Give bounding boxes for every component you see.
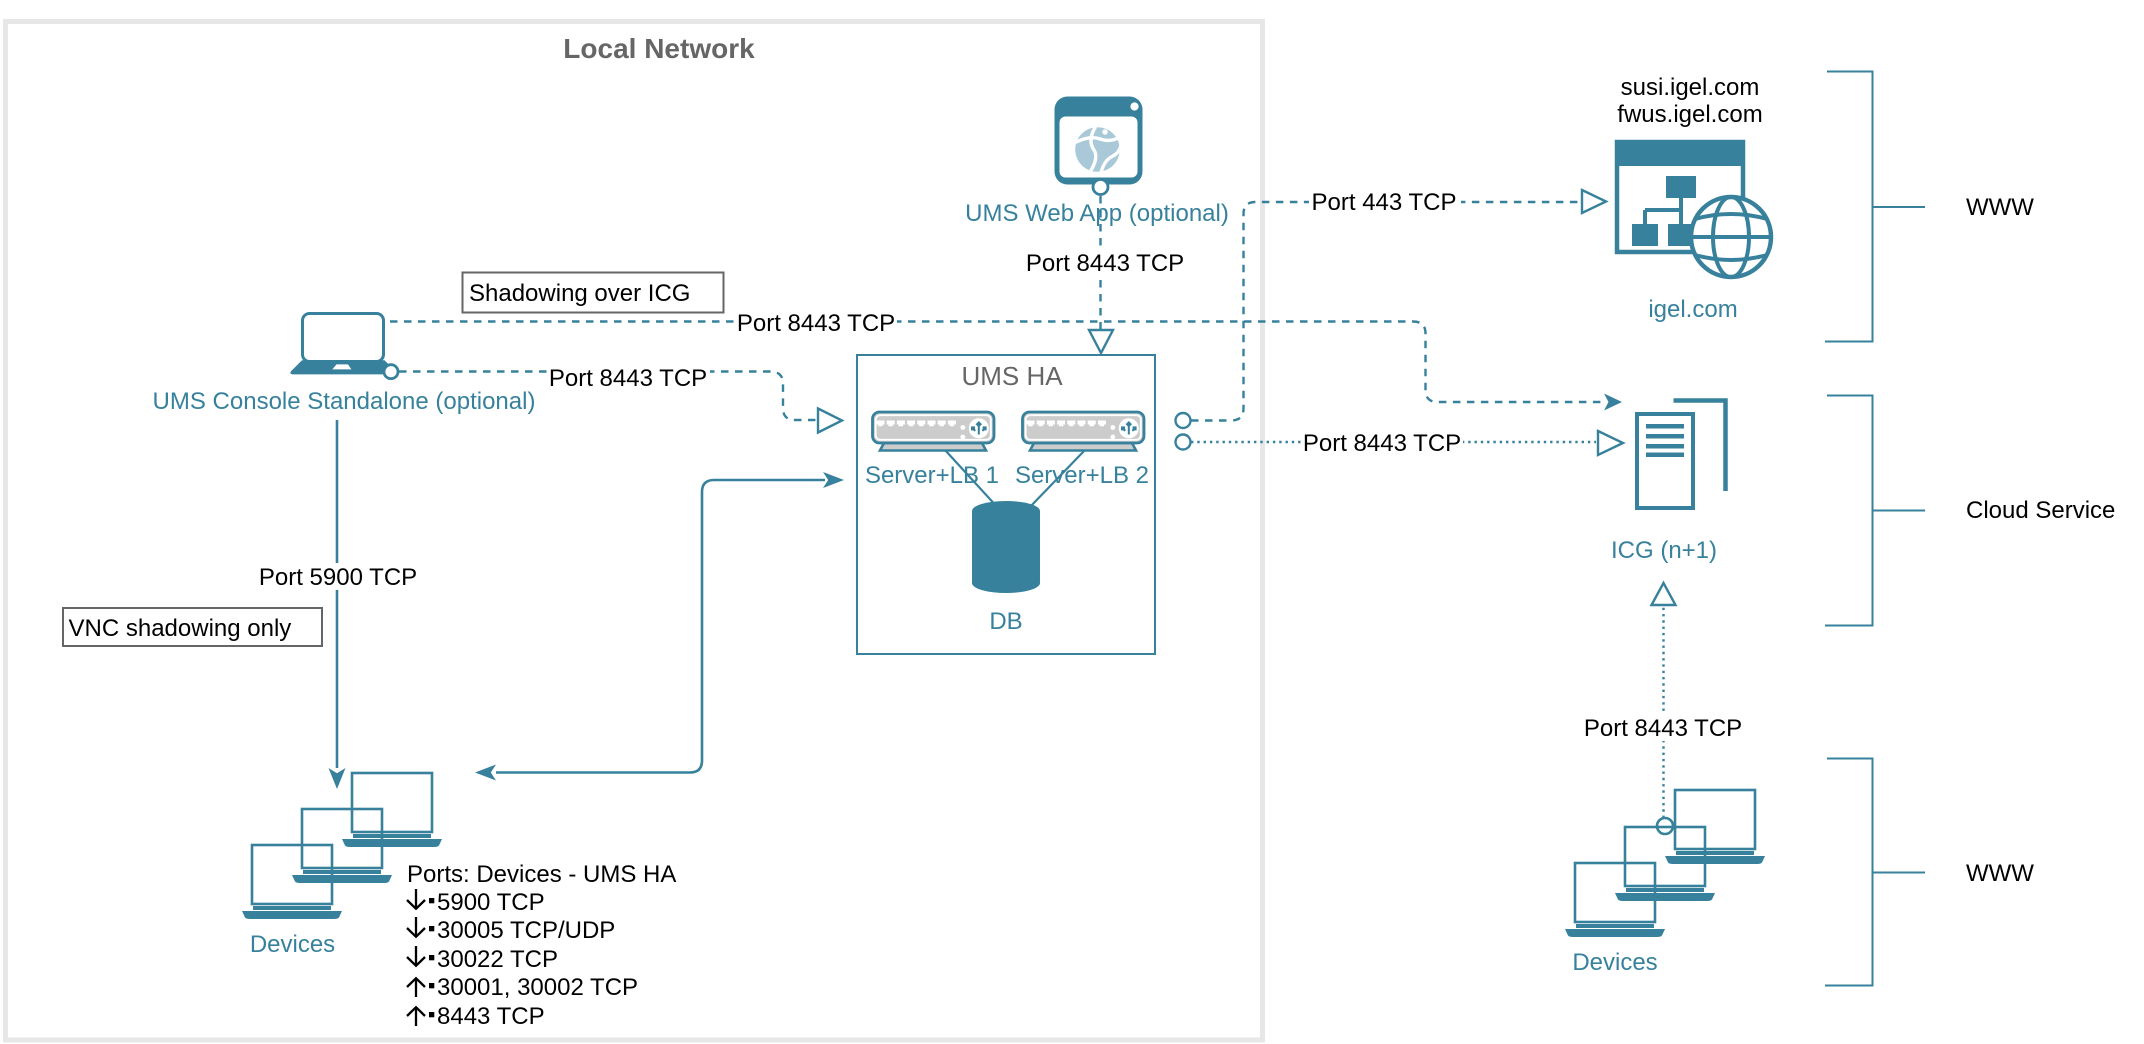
svg-text:UMS Web App (optional): UMS Web App (optional) (965, 200, 1229, 227)
svg-text:Port 8443 TCP: Port 8443 TCP (737, 310, 895, 337)
svg-text:Port 8443 TCP: Port 8443 TCP (1026, 250, 1184, 277)
svg-text:Port 8443 TCP: Port 8443 TCP (1584, 715, 1742, 742)
svg-text:WWW: WWW (1966, 860, 2034, 887)
svg-text:30001, 30002 TCP: 30001, 30002 TCP (437, 974, 638, 1001)
svg-text:UMS HA: UMS HA (961, 361, 1063, 391)
svg-text:Port 5900 TCP: Port 5900 TCP (259, 564, 417, 591)
svg-text:Port 8443 TCP: Port 8443 TCP (549, 365, 707, 392)
svg-text:WWW: WWW (1966, 194, 2034, 221)
svg-text:ICG (n+1): ICG (n+1) (1611, 537, 1717, 564)
svg-text:Ports: Devices - UMS HA: Ports: Devices - UMS HA (407, 861, 676, 888)
svg-text:Cloud Service: Cloud Service (1966, 497, 2115, 524)
svg-text:DB: DB (989, 608, 1022, 635)
svg-text:igel.com: igel.com (1648, 296, 1737, 323)
svg-text:UMS Console Standalone (option: UMS Console Standalone (optional) (153, 388, 536, 415)
svg-text:Port 8443 TCP: Port 8443 TCP (1303, 430, 1461, 457)
svg-text:Server+LB 1: Server+LB 1 (865, 462, 999, 489)
svg-text:Devices: Devices (1572, 949, 1657, 976)
svg-text:Port 443 TCP: Port 443 TCP (1312, 189, 1457, 216)
svg-text:Devices: Devices (250, 931, 335, 958)
svg-text:Local Network: Local Network (563, 33, 755, 64)
svg-text:30022 TCP: 30022 TCP (437, 946, 558, 973)
svg-text:Shadowing over ICG: Shadowing over ICG (469, 280, 690, 307)
svg-text:Server+LB 2: Server+LB 2 (1015, 462, 1149, 489)
svg-text:8443 TCP: 8443 TCP (437, 1003, 545, 1030)
svg-text:VNC shadowing only: VNC shadowing only (69, 615, 292, 642)
svg-text:fwus.igel.com: fwus.igel.com (1617, 101, 1762, 128)
svg-text:susi.igel.com: susi.igel.com (1621, 74, 1760, 101)
svg-text:5900 TCP: 5900 TCP (437, 889, 545, 916)
svg-text:30005 TCP/UDP: 30005 TCP/UDP (437, 917, 615, 944)
